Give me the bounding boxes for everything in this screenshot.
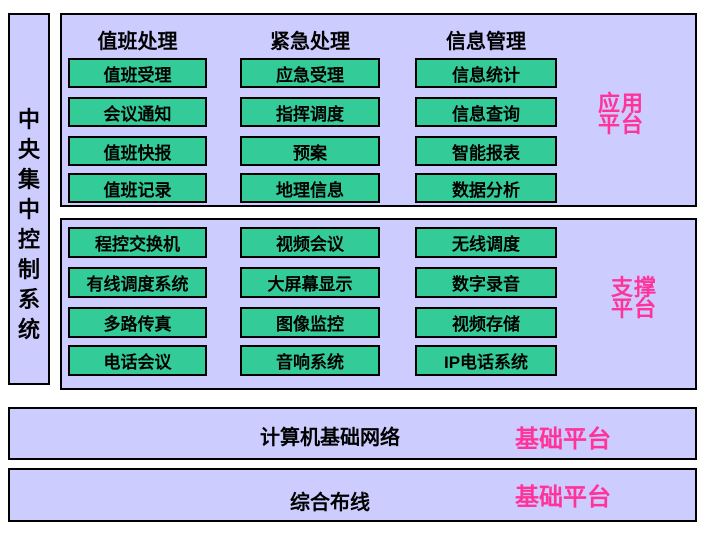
- module-box: 音响系统: [240, 345, 380, 376]
- module-box: 地理信息: [240, 173, 380, 203]
- module-box: 值班受理: [68, 58, 207, 88]
- module-box: 值班记录: [68, 173, 207, 203]
- central-control-system-label: 中央集中控制系统: [17, 107, 40, 342]
- module-box: 信息查询: [415, 97, 557, 127]
- central-control-system-bar: 中央集中控制系统: [8, 13, 50, 385]
- module-box: IP电话系统: [415, 345, 557, 376]
- module-box: 电话会议: [68, 345, 207, 376]
- base-network-panel: 计算机基础网络 基础平台: [8, 407, 697, 460]
- module-box: 值班快报: [68, 136, 207, 166]
- module-box: 图像监控: [240, 307, 380, 338]
- module-box: 大屏幕显示: [240, 267, 380, 298]
- module-box: 视频存储: [415, 307, 557, 338]
- base-platform-label: 基础平台: [515, 426, 611, 453]
- column-header-emergency-handling: 紧急处理: [270, 31, 350, 53]
- module-box: 预案: [240, 136, 380, 166]
- cabling-title: 综合布线: [290, 492, 370, 514]
- module-box: 信息统计: [415, 58, 557, 88]
- computer-network-title: 计算机基础网络: [260, 427, 400, 449]
- module-box: 多路传真: [68, 307, 207, 338]
- module-box: 智能报表: [415, 136, 557, 166]
- module-box: 有线调度系统: [68, 267, 207, 298]
- module-box: 无线调度: [415, 227, 557, 258]
- column-header-information-management: 信息管理: [446, 31, 526, 53]
- module-box: 视频会议: [240, 227, 380, 258]
- module-box: 程控交换机: [68, 227, 207, 258]
- module-box: 应急受理: [240, 58, 380, 88]
- module-box: 数字录音: [415, 267, 557, 298]
- support-platform-label: 支撑平台: [610, 275, 657, 321]
- base-platform-label: 基础平台: [515, 484, 611, 511]
- application-platform-label: 应用平台: [597, 91, 644, 137]
- application-platform-panel: 值班处理 紧急处理 信息管理 值班受理 会议通知 值班快报 值班记录 应急受理 …: [60, 13, 697, 207]
- support-platform-panel: 程控交换机 有线调度系统 多路传真 电话会议 视频会议 大屏幕显示 图像监控 音…: [60, 218, 697, 390]
- module-box: 会议通知: [68, 97, 207, 127]
- module-box: 数据分析: [415, 173, 557, 203]
- module-box: 指挥调度: [240, 97, 380, 127]
- column-header-duty-handling: 值班处理: [97, 31, 178, 53]
- cabling-panel: 综合布线 基础平台: [8, 468, 697, 522]
